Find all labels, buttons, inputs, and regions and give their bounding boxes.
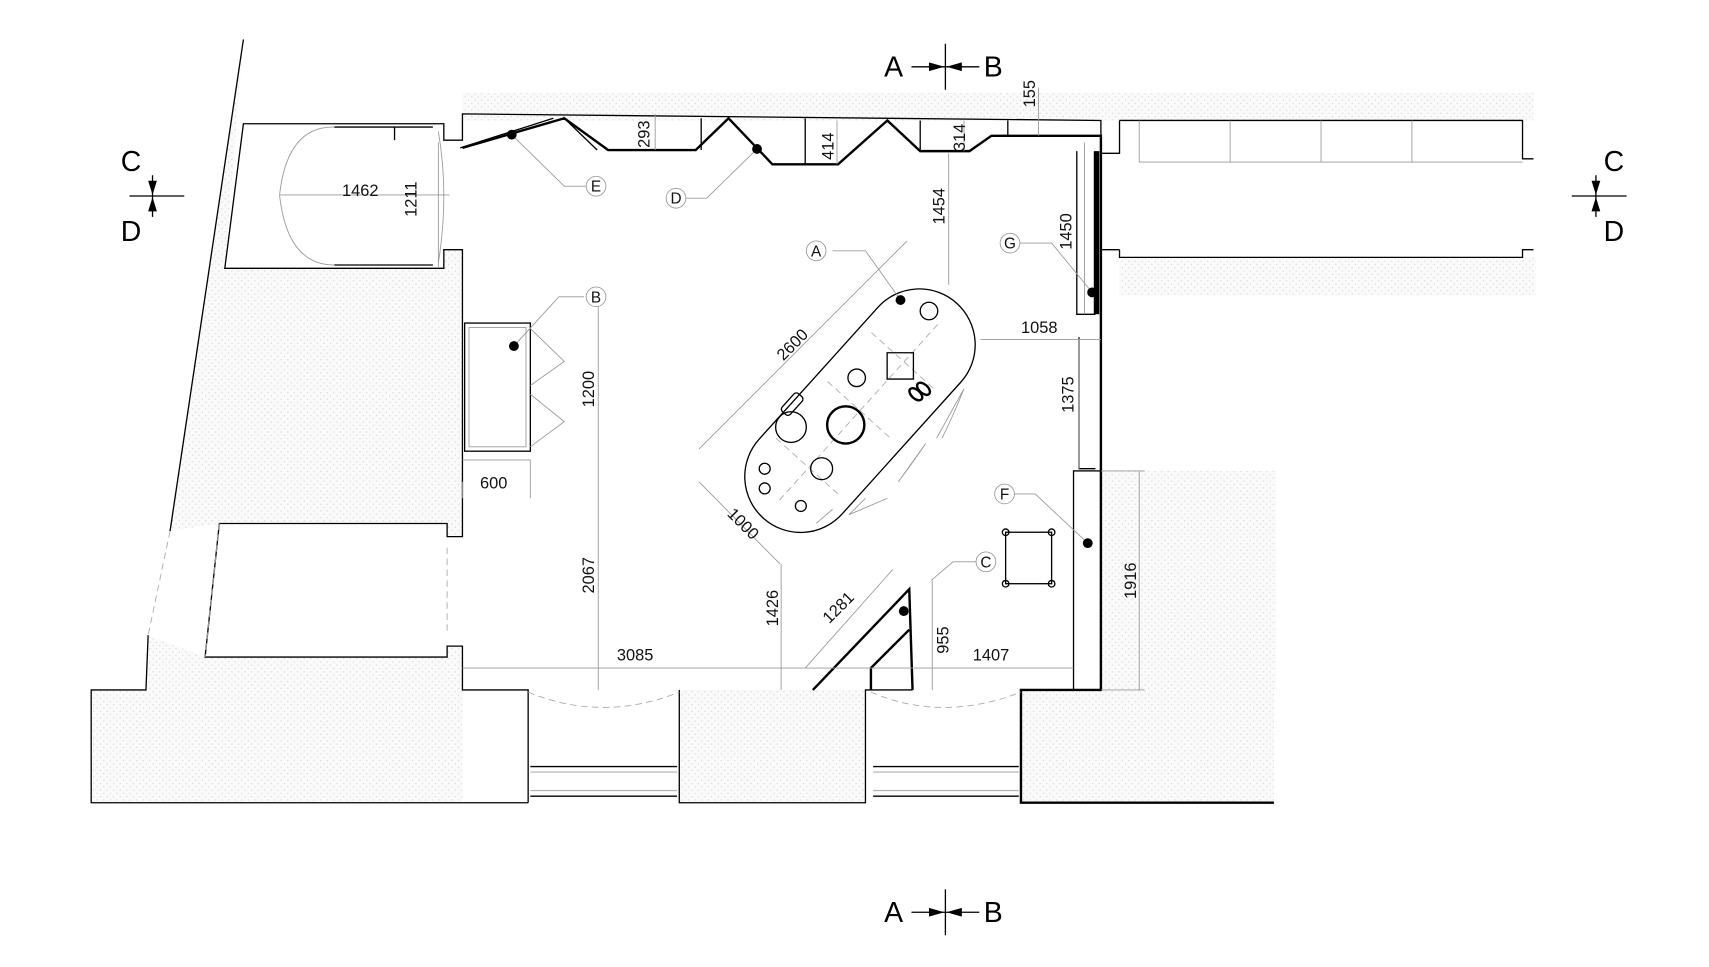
dim-1462: 1462: [342, 182, 379, 200]
svg-text:C: C: [1604, 146, 1625, 178]
svg-text:A: A: [884, 52, 903, 84]
dim-1450: 1450: [1057, 213, 1075, 250]
svg-text:D: D: [1604, 216, 1625, 248]
callout-c: C: [975, 551, 997, 573]
callout-a: A: [805, 240, 827, 262]
dim-955: 955: [935, 626, 953, 653]
dim-3085: 3085: [617, 646, 653, 664]
svg-text:D: D: [121, 216, 142, 248]
callout-b: B: [585, 286, 607, 308]
callout-e: E: [585, 175, 607, 197]
section-mark-cd-right: C D: [1571, 146, 1627, 248]
cabinet-b: [463, 322, 531, 452]
dim-414: 414: [820, 133, 838, 160]
dim-1375: 1375: [1060, 376, 1078, 413]
dim-1211: 1211: [402, 182, 420, 217]
dim-600: 600: [480, 474, 507, 492]
kitchen-island: [744, 288, 976, 534]
dim-1454: 1454: [930, 188, 948, 225]
svg-text:B: B: [984, 52, 1003, 84]
dim-1058: 1058: [1021, 319, 1058, 337]
svg-text:C: C: [980, 554, 991, 571]
dim-2067: 2067: [580, 557, 598, 594]
dim-314: 314: [951, 124, 969, 151]
furniture: [460, 117, 1102, 691]
svg-text:B: B: [984, 897, 1003, 929]
dim-1916: 1916: [1122, 563, 1140, 600]
section-marks: A B A B C D C D: [121, 43, 1627, 936]
svg-text:A: A: [884, 897, 903, 929]
dim-1200: 1200: [580, 371, 598, 408]
callout-f: F: [994, 483, 1015, 505]
dim-155: 155: [1021, 80, 1039, 107]
section-mark-ab-bottom: A B: [884, 889, 1003, 936]
dim-1407: 1407: [973, 646, 1010, 664]
walls: [90, 39, 1534, 804]
svg-text:E: E: [591, 179, 601, 196]
dim-2600: 2600: [773, 326, 812, 365]
tall-cabinet-f: [1072, 470, 1102, 691]
svg-text:A: A: [811, 243, 822, 260]
wall-masses: [91, 39, 1536, 803]
callout-g: G: [999, 232, 1021, 254]
section-mark-cd-left: C D: [121, 146, 185, 248]
svg-text:F: F: [1000, 486, 1009, 503]
section-mark-ab-top: A B: [884, 43, 1003, 90]
svg-text:B: B: [591, 289, 601, 306]
dimension-lines: [279, 87, 1145, 691]
callout-d: D: [665, 187, 687, 209]
callouts: A B C D E F G: [506, 129, 1098, 617]
svg-text:G: G: [1004, 236, 1016, 253]
dim-293: 293: [636, 120, 654, 147]
svg-text:C: C: [121, 146, 142, 178]
dim-1426: 1426: [764, 590, 782, 626]
dim-1281: 1281: [819, 589, 858, 628]
stool-c: [1004, 531, 1053, 585]
svg-text:D: D: [670, 191, 681, 208]
